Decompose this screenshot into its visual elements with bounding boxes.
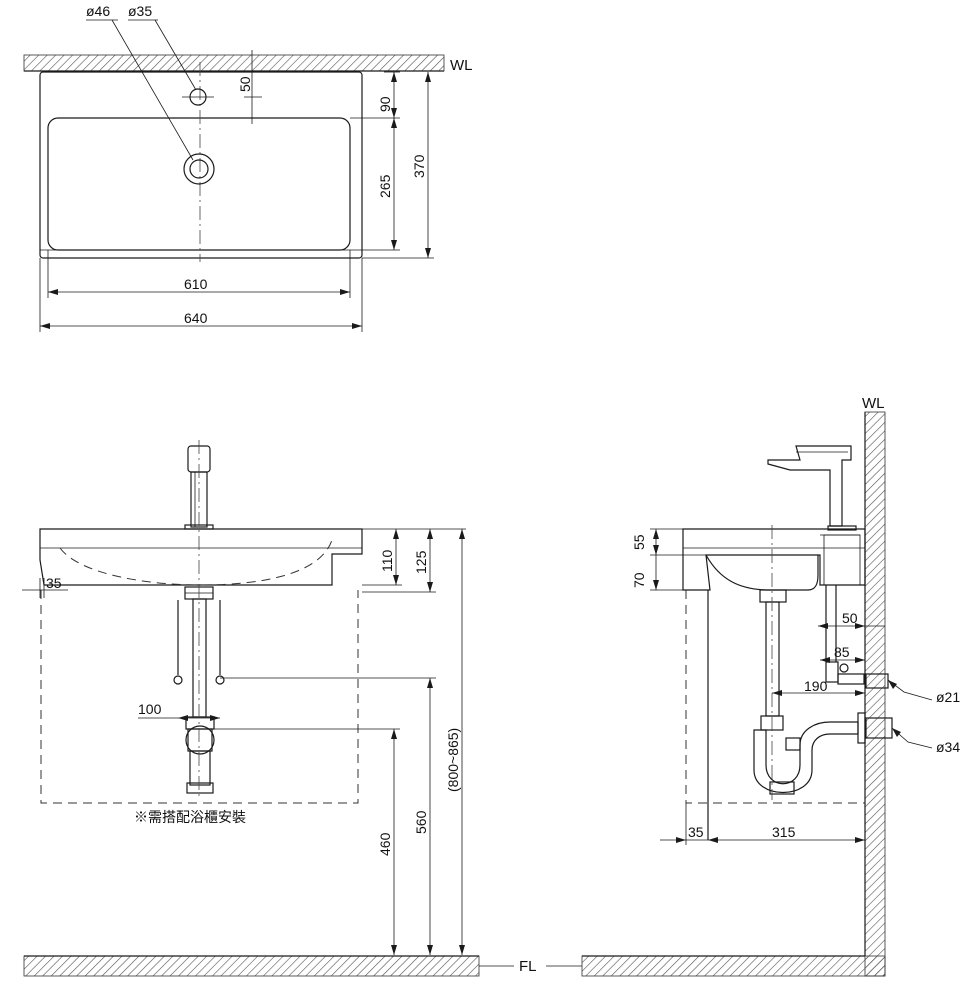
top-view: WL ø46 ø35 50 90 265	[23, 3, 473, 332]
dia-21: ø21	[936, 689, 960, 705]
top-wall-hatch	[23, 54, 445, 72]
front-floor-hatch	[23, 955, 480, 977]
dim-50-top: 50	[237, 76, 253, 92]
dim-125: 125	[413, 550, 429, 574]
dim-560: 560	[413, 810, 429, 834]
dim-35-side: 35	[688, 824, 704, 840]
top-basin-outline	[39, 71, 363, 259]
dim-height-range: (800~865)	[445, 728, 461, 792]
dim-70: 70	[631, 572, 647, 588]
dim-110: 110	[379, 549, 395, 572]
dim-315: 315	[772, 824, 796, 840]
cabinet-note: ※需搭配浴櫃安裝	[134, 809, 246, 825]
dim-55: 55	[631, 534, 647, 550]
side-supply	[825, 585, 889, 689]
dim-610: 610	[184, 276, 208, 292]
dim-265: 265	[377, 174, 393, 198]
front-view: 35 100 110 125 (800~865) 560 46	[22, 440, 582, 977]
front-drain	[173, 586, 225, 794]
side-wall-hatch	[864, 411, 886, 977]
front-basin-outline	[39, 528, 363, 586]
floor-label: FL	[519, 958, 537, 975]
dia-35-label: ø35	[128, 3, 152, 19]
dim-640: 640	[184, 310, 208, 326]
dia-46-label: ø46	[86, 3, 110, 19]
top-bowl-outline	[47, 117, 351, 251]
side-view: WL	[581, 395, 960, 977]
dim-370: 370	[411, 154, 427, 178]
dim-50-side: 50	[842, 610, 858, 626]
side-basin-outline	[682, 528, 866, 591]
side-wall-label: WL	[862, 395, 885, 412]
side-faucet	[767, 445, 857, 531]
drain-hole	[183, 153, 215, 185]
dim-85: 85	[834, 644, 850, 660]
dim-100: 100	[138, 701, 162, 717]
dia-34: ø34	[936, 739, 960, 755]
side-floor-hatch	[581, 955, 886, 977]
dim-35-front: 35	[46, 575, 62, 591]
dim-190: 190	[804, 678, 828, 694]
top-wall-label: WL	[450, 57, 473, 74]
dim-90: 90	[377, 96, 393, 112]
dim-460: 460	[377, 832, 393, 856]
